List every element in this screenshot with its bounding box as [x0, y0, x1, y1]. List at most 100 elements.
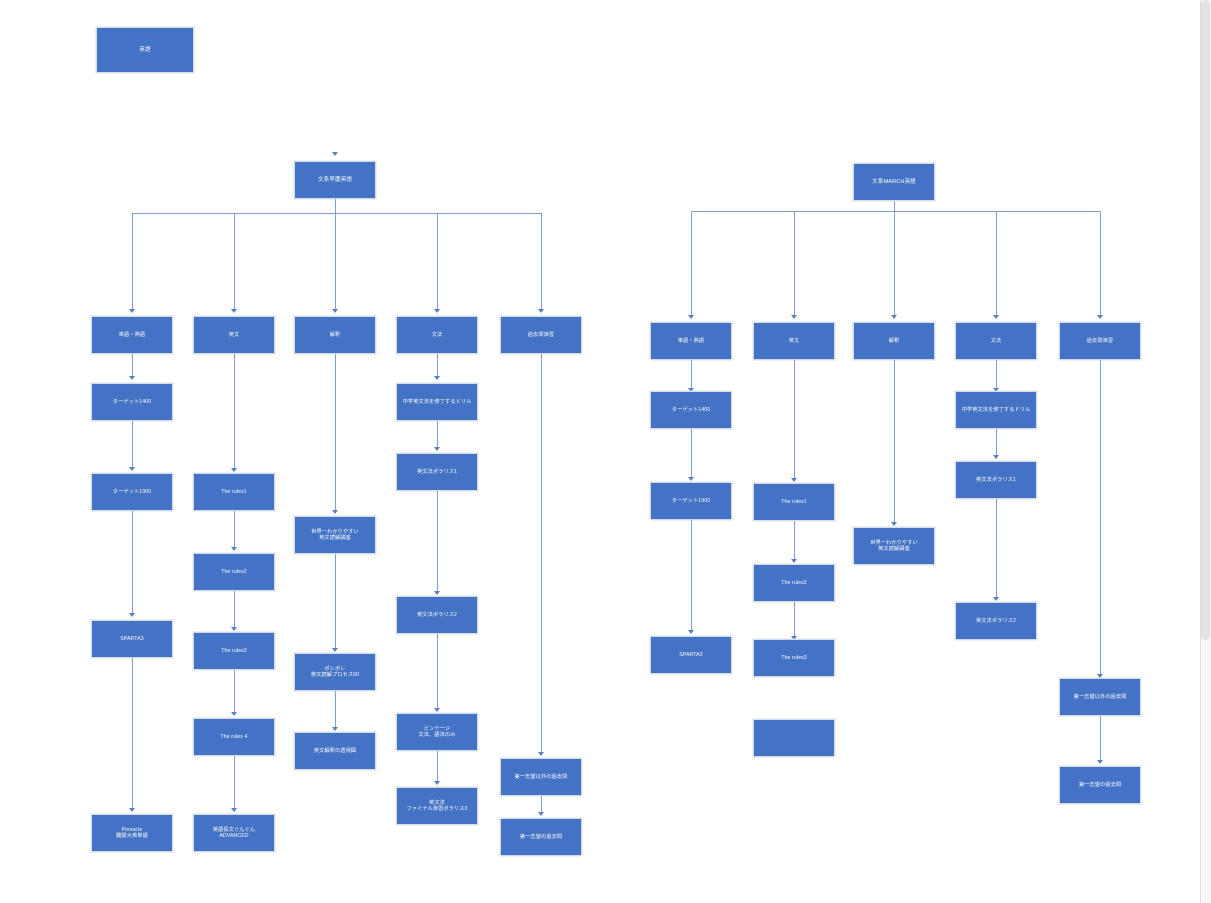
edge-readR-0: [794, 360, 795, 480]
node-header-interpretation-right[interactable]: 解釈: [853, 322, 935, 360]
node-readR-item-2[interactable]: The rules3: [753, 639, 835, 677]
edge-readL-1: [234, 511, 235, 549]
node-header-interpretation-left[interactable]: 解釈: [294, 316, 376, 354]
node-readR-item-3-empty[interactable]: [753, 719, 835, 757]
edge-right-distribution-bar: [691, 211, 1101, 212]
edge-root-left-stem: [335, 199, 336, 213]
arrow-readR-1: [791, 559, 797, 563]
edge-vocabL-1: [132, 421, 133, 469]
arrow-vocab-left: [129, 309, 135, 313]
node-pastL-item-0[interactable]: 第一志望以外の過去問: [500, 758, 582, 796]
node-readL-item-3[interactable]: The rules 4: [193, 718, 275, 756]
vertical-scrollbar-thumb[interactable]: [1201, 0, 1210, 640]
edge-gramR-1: [996, 429, 997, 457]
arrow-readL-3: [231, 712, 237, 716]
node-pastR-item-1[interactable]: 第一志望の過去問: [1059, 766, 1141, 804]
arrow-gramR-2: [993, 597, 999, 601]
node-header-reading-right[interactable]: 英文: [753, 322, 835, 360]
edge-gramL-0: [437, 354, 438, 378]
node-gramL-item-2[interactable]: 英文法ポラリス2: [396, 596, 478, 634]
node-gramL-item-3[interactable]: ビンテージ 文法、語法のみ: [396, 713, 478, 751]
node-vocabR-item-2[interactable]: SPARTA3: [650, 636, 732, 674]
node-vocabR-item-1[interactable]: ターゲット1900: [650, 482, 732, 520]
node-readR-item-1[interactable]: The rules2: [753, 564, 835, 602]
arrow-reading-left: [231, 309, 237, 313]
node-root-waseda-keio[interactable]: 文系早慶英語: [294, 161, 376, 199]
arrow-into-root-waseda-keio: [332, 152, 338, 156]
node-header-pastexam-left[interactable]: 過去問演習: [500, 316, 582, 354]
arrow-interpL-1: [332, 648, 338, 652]
node-header-grammar-right[interactable]: 文法: [955, 322, 1037, 360]
edge-interpL-2: [335, 691, 336, 729]
edge-drop-vocab-left: [132, 213, 133, 311]
node-header-vocab-right[interactable]: 単語・熟語: [650, 322, 732, 360]
node-header-pastexam-right[interactable]: 過去問演習: [1059, 322, 1141, 360]
arrow-gramR-0: [993, 388, 999, 392]
arrow-vocabL-3: [129, 808, 135, 812]
edge-vocabR-1: [691, 429, 692, 479]
arrow-interp-left: [332, 309, 338, 313]
node-readL-item-1[interactable]: The rules2: [193, 553, 275, 591]
edge-drop-interp-right: [894, 211, 895, 317]
edge-pastL-1: [541, 796, 542, 814]
node-vocabR-item-0[interactable]: ターゲット1400: [650, 391, 732, 429]
node-interpR-item-0[interactable]: 世界一わかりやすい 英文読解講座: [853, 527, 935, 565]
arrow-interpL-0: [332, 510, 338, 514]
node-interpL-item-1[interactable]: ポレポレ 英文読解プロセス50: [294, 653, 376, 691]
arrow-vocabR-1: [688, 477, 694, 481]
edge-gramR-2: [996, 499, 997, 599]
edge-drop-grammar-left: [437, 213, 438, 311]
arrow-interpR-0: [891, 522, 897, 526]
arrow-grammar-right: [993, 315, 999, 319]
edge-gramL-1: [437, 421, 438, 449]
arrow-pastexam-right: [1097, 315, 1103, 319]
edge-gramL-2: [437, 491, 438, 593]
arrow-vocabL-0: [129, 376, 135, 380]
node-vocabL-item-0[interactable]: ターゲット1400: [91, 383, 173, 421]
node-gramR-item-2[interactable]: 英文法ポラリス2: [955, 602, 1037, 640]
node-gramR-item-1[interactable]: 英文法ポラリス1: [955, 461, 1037, 499]
edge-interpL-1: [335, 554, 336, 650]
arrow-pastexam-left: [538, 309, 544, 313]
edge-readL-0: [234, 354, 235, 470]
node-vocabL-item-2[interactable]: SPARTA3: [91, 620, 173, 658]
edge-pastR-0: [1100, 360, 1101, 676]
node-readL-item-0[interactable]: The rules1: [193, 473, 275, 511]
node-header-reading-left[interactable]: 英文: [193, 316, 275, 354]
node-interpL-item-0[interactable]: 世界一わかりやすい 英文読解講座: [294, 516, 376, 554]
node-readL-item-4[interactable]: 英語長文ぐんぐん ADVANCED: [193, 814, 275, 852]
edge-vocabL-3: [132, 658, 133, 810]
edge-root-march-stem: [894, 201, 895, 211]
edge-readL-3: [234, 670, 235, 714]
node-pastR-item-0[interactable]: 第一志望以外の過去問: [1059, 678, 1141, 716]
node-gramR-item-0[interactable]: 中学英文法を修了するドリル: [955, 391, 1037, 429]
node-readL-item-2[interactable]: The rules3: [193, 632, 275, 670]
node-title-english[interactable]: 英語: [96, 27, 194, 73]
edge-gramL-4: [437, 751, 438, 783]
node-root-march[interactable]: 文系MARCH英語: [853, 163, 935, 201]
node-gramL-item-4[interactable]: 英文法 ファイナル演習ポラリス3: [396, 787, 478, 825]
arrow-pastR-1: [1097, 760, 1103, 764]
arrow-gramL-0: [434, 376, 440, 380]
node-gramL-item-1[interactable]: 英文法ポラリス1: [396, 453, 478, 491]
edge-pastR-1: [1100, 716, 1101, 762]
arrow-gramL-3: [434, 708, 440, 712]
edge-drop-reading-left: [234, 213, 235, 311]
node-gramL-item-0[interactable]: 中学英文法を修了するドリル: [396, 383, 478, 421]
arrow-interpL-2: [332, 727, 338, 731]
node-vocabL-item-3[interactable]: Pinnacle 難関大英単語: [91, 814, 173, 852]
edge-readL-4: [234, 756, 235, 812]
node-vocabL-item-1[interactable]: ターゲット1900: [91, 473, 173, 511]
arrow-readL-4: [231, 808, 237, 812]
edge-vocabR-0: [691, 360, 692, 390]
edge-readR-2: [794, 602, 795, 638]
node-header-grammar-left[interactable]: 文法: [396, 316, 478, 354]
node-header-vocab-left[interactable]: 単語・熟語: [91, 316, 173, 354]
arrow-gramR-1: [993, 455, 999, 459]
arrow-readL-0: [231, 468, 237, 472]
node-pastL-item-1[interactable]: 第一志望の過去問: [500, 818, 582, 856]
edge-gramL-3: [437, 634, 438, 710]
node-readR-item-0[interactable]: The rules1: [753, 483, 835, 521]
node-interpL-item-2[interactable]: 英文解釈の透視図: [294, 732, 376, 770]
arrow-vocabR-0: [688, 388, 694, 392]
